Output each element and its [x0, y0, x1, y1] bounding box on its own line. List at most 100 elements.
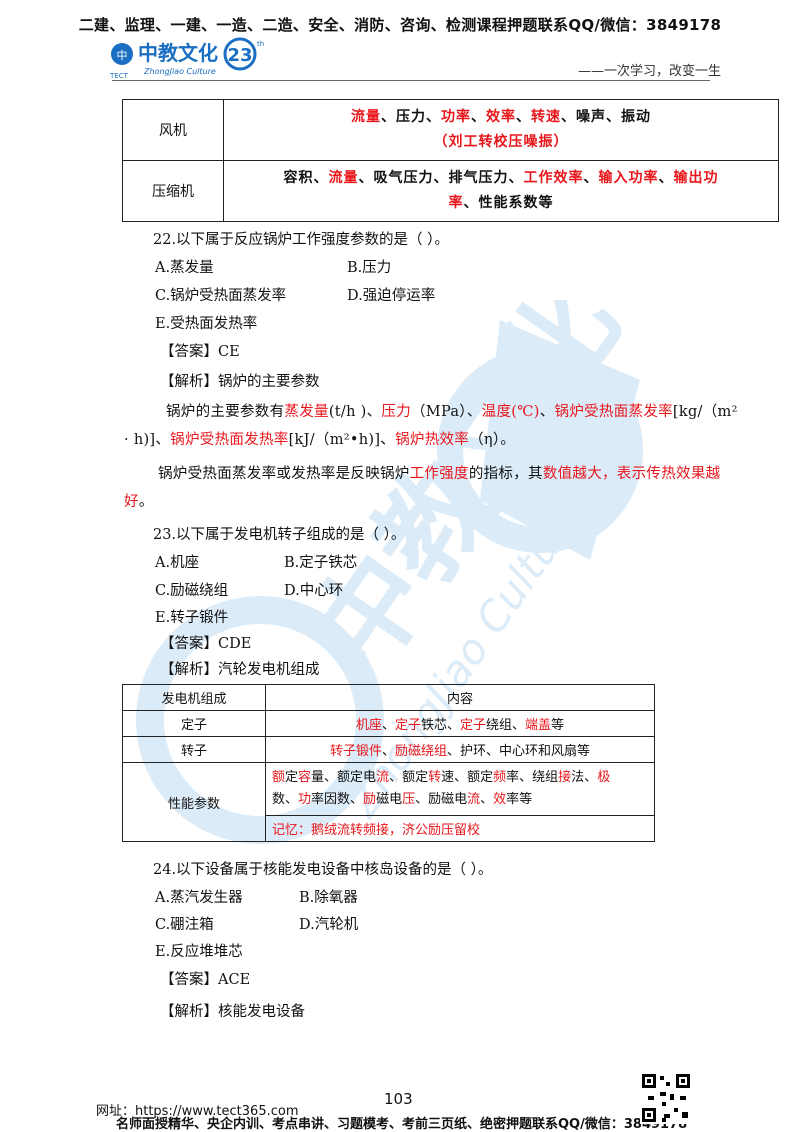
text-run: 法、: [571, 770, 598, 785]
q22-analysis-title: 【解析】锅炉的主要参数: [160, 374, 320, 390]
q22-option-a: A.蒸发量: [155, 260, 214, 276]
text-run: 、: [471, 109, 486, 125]
row-label-rotor: 转子: [122, 736, 266, 763]
text-run: 容积、: [283, 170, 329, 186]
text-run: 定: [285, 770, 299, 785]
text-run: 功: [298, 792, 312, 807]
stator-content: 机座、定子铁芯、定子绕组、端盖等: [265, 710, 655, 737]
row-label-stator: 定子: [122, 710, 266, 737]
svg-text:23: 23: [227, 45, 252, 66]
text-run: 、: [381, 718, 395, 733]
text-run: 流: [376, 770, 390, 785]
text-run: 、: [516, 109, 531, 125]
q23-option-e: E.转子锻件: [155, 610, 229, 626]
q24-option-d: D.汽轮机: [299, 917, 359, 933]
text-run: 流: [467, 792, 481, 807]
q24-option-a: A.蒸汽发生器: [155, 890, 243, 906]
text-run: 压: [402, 792, 416, 807]
rich-line: 率、性能系数等: [234, 191, 768, 216]
text-run: 量、额定电: [311, 770, 377, 785]
text-run: 、: [583, 170, 599, 186]
text-run: 率、绕组: [506, 770, 559, 785]
q24-answer: 【答案】ACE: [160, 972, 251, 988]
text-run: 、吸气压力、排气压力、: [358, 170, 524, 186]
rich-line: 额定容量、额定电流、额定转速、额定频率、绕组接法、极: [272, 767, 648, 789]
q22-option-d: D.强迫停运率: [347, 288, 436, 304]
footer-url[interactable]: 网址：https://www.tect365.com: [96, 1104, 299, 1119]
text-run: 转速: [531, 109, 561, 125]
text-run: 、: [381, 744, 395, 759]
text-run: 接: [558, 770, 572, 785]
fan-mnemonic: （刘工转校压噪振）: [433, 134, 569, 150]
question-24: 24.以下设备属于核能发电设备中核岛设备的是（ ）。: [153, 862, 493, 878]
row-label-performance: 性能参数: [122, 762, 266, 842]
text-run: 极: [597, 770, 611, 785]
text-run: 输入功率: [598, 170, 659, 186]
table-row: 压缩机 容积、流量、吸气压力、排气压力、工作效率、输入功率、输出功 率、性能系数…: [122, 160, 779, 222]
text-run: 率: [448, 195, 464, 211]
header-contact-line: 二建、监理、一建、一造、二造、安全、消防、咨询、检测课程押题联系QQ/微信：38…: [78, 16, 722, 34]
q24-option-b: B.除氧器: [299, 890, 358, 906]
text-run: 等: [551, 718, 565, 733]
q23-option-d: D.中心环: [284, 583, 344, 599]
text-run: 、护环、中心环和风扇等: [447, 744, 591, 759]
column-header-component: 发电机组成: [122, 684, 266, 711]
zhongjiao-logo: 中 TECT 中教文化 ZhongJiao Culture 23 th: [108, 32, 268, 82]
logo-tag: TECT: [109, 72, 129, 80]
text-run: 率因数、: [311, 792, 364, 807]
text-run: 、: [480, 792, 494, 807]
text-run: 效率: [486, 109, 516, 125]
table-row: 定子 机座、定子铁芯、定子绕组、端盖等: [122, 710, 655, 737]
q23-option-b: B.定子铁芯: [284, 555, 358, 571]
text-run: 、性能系数等: [463, 195, 554, 211]
text-run: 流量: [351, 109, 381, 125]
q24-option-e: E.反应堆堆芯: [155, 944, 243, 960]
svg-text:中: 中: [117, 49, 128, 62]
rotor-content: 转子锻件、励磁绕组、护环、中心环和风扇等: [265, 736, 655, 763]
row-label-compressor: 压缩机: [122, 160, 224, 222]
text-run: 效: [493, 792, 507, 807]
text-run: 、励磁电: [415, 792, 468, 807]
fan-parameters: 流量、压力、功率、效率、转速、噪声、振动 （刘工转校压噪振）: [223, 99, 779, 161]
text-run: 功率: [441, 109, 471, 125]
header-divider: [112, 80, 710, 81]
q22-analysis-paragraph-2: 锅炉受热面蒸发率或发热率是反映锅炉工作强度的指标，其数值越大，表示传热效果越好。: [124, 466, 721, 510]
table-row: 性能参数 额定容量、额定电流、额定转速、额定频率、绕组接法、极 数、功率因数、励…: [122, 762, 655, 842]
text-run: 、额定: [389, 770, 429, 785]
rich-line: 数、功率因数、励磁电压、励磁电流、效率等: [272, 789, 648, 811]
text-run: 速、额定: [441, 770, 494, 785]
question-23: 23.以下属于发电机转子组成的是（ ）。: [153, 527, 406, 543]
text-run: 励磁绕组: [395, 744, 448, 759]
equipment-parameters-table: 风机 流量、压力、功率、效率、转速、噪声、振动 （刘工转校压噪振） 压缩机 容积…: [122, 99, 779, 222]
table-row: 风机 流量、压力、功率、效率、转速、噪声、振动 （刘工转校压噪振）: [122, 99, 779, 161]
q23-option-a: A.机座: [155, 555, 200, 571]
footer-promo-line: 名师面授精华、央企内训、考点串讲、习题模考、考前三页纸、绝密押题联系QQ/微信：…: [116, 1117, 688, 1132]
text-run: 、噪声、振动: [561, 109, 651, 125]
q23-analysis-title: 【解析】汽轮发电机组成: [160, 662, 320, 678]
table-row: 转子 转子锻件、励磁绕组、护环、中心环和风扇等: [122, 736, 655, 763]
text-run: 转子锻件: [329, 744, 382, 759]
text-run: 铁芯、: [420, 718, 460, 733]
text-run: 励: [363, 792, 377, 807]
text-run: 定子: [394, 718, 421, 733]
rich-line: 容积、流量、吸气压力、排气压力、工作效率、输入功率、输出功: [234, 166, 768, 191]
text-run: 端盖: [525, 718, 552, 733]
mnemonic: 记忆：鹅绒流转频接，济公励压留校: [265, 815, 655, 842]
q24-option-c: C.硼注箱: [155, 917, 214, 933]
column-header-content: 内容: [265, 684, 655, 711]
table-header-row: 发电机组成 内容: [122, 684, 655, 711]
text-run: 、: [658, 170, 674, 186]
q23-answer: 【答案】CDE: [160, 636, 252, 652]
text-run: 流量: [328, 170, 359, 186]
text-run: 绕组、: [486, 718, 526, 733]
page-number: 103: [384, 1090, 413, 1108]
q23-option-c: C.励磁绕组: [155, 583, 229, 599]
logo-subtitle: ZhongJiao Culture: [143, 67, 216, 76]
q22-answer: 【答案】CE: [160, 344, 240, 360]
text-run: 频: [493, 770, 507, 785]
text-run: 容: [298, 770, 312, 785]
q22-option-c: C.锅炉受热面蒸发率: [155, 288, 287, 304]
text-run: 磁电: [376, 792, 403, 807]
q22-option-b: B.压力: [347, 260, 392, 276]
q24-analysis-title: 【解析】核能发电设备: [160, 1004, 305, 1020]
